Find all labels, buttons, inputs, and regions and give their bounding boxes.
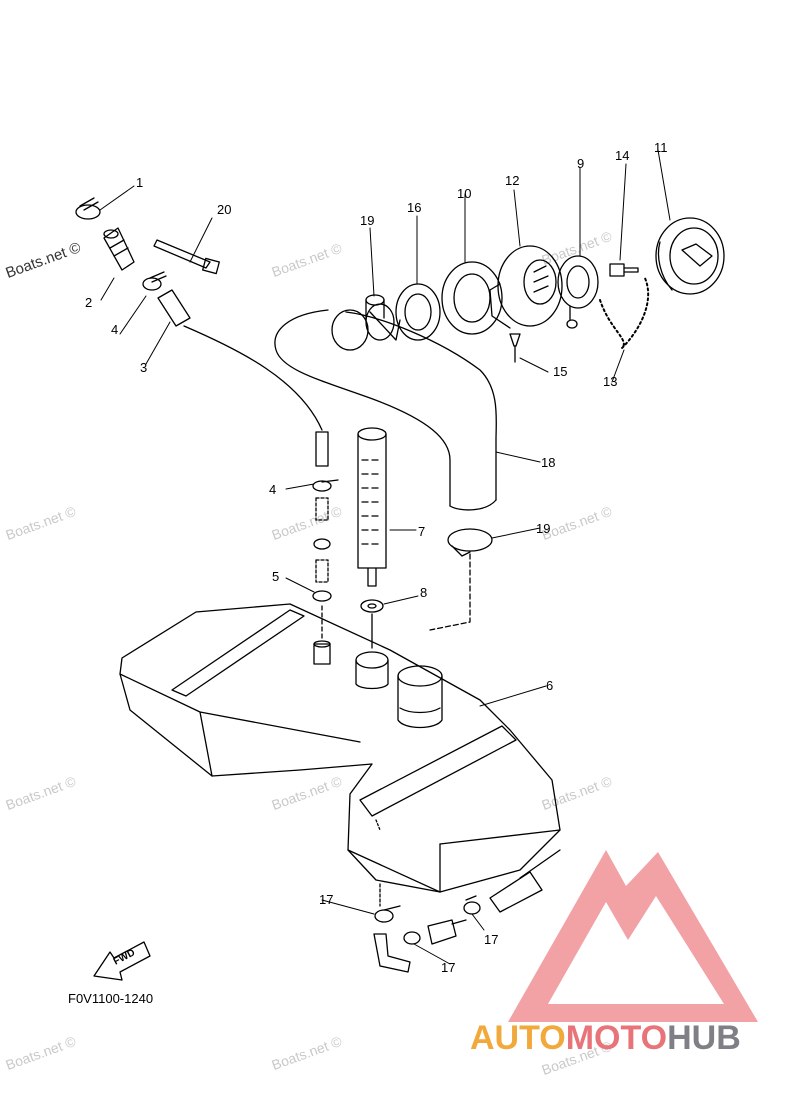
callout-label: 17 xyxy=(441,960,456,975)
clip-part-17-b xyxy=(403,931,421,945)
clip-part-19-bottom xyxy=(429,528,493,631)
callout-label: 1 xyxy=(136,175,144,190)
cap-part-11 xyxy=(655,217,725,295)
chain-part-13 xyxy=(599,275,650,349)
hose-part-3 xyxy=(157,289,329,467)
clip-part-17-a xyxy=(374,883,401,923)
grommet-part-8 xyxy=(360,599,384,649)
callout-label: 18 xyxy=(541,455,556,470)
callout-label: 19 xyxy=(536,521,551,536)
tank-neck-small xyxy=(355,651,389,690)
clip-part-4-top xyxy=(142,271,167,291)
fuel-tank-part-6 xyxy=(119,603,561,893)
hose-fittings xyxy=(312,479,339,665)
callout-label: 7 xyxy=(418,524,426,539)
callout-label: 6 xyxy=(546,678,554,693)
valve-fitting xyxy=(427,919,467,945)
outlet-hose xyxy=(489,849,561,913)
callout-label: 8 xyxy=(420,585,428,600)
bolt-part-14 xyxy=(609,263,639,277)
callout-label: 2 xyxy=(85,295,93,310)
callout-label: 13 xyxy=(603,374,618,389)
brand-moto: MOTO xyxy=(565,1019,668,1057)
screw-part-15 xyxy=(509,333,521,363)
diagram-part-code: F0V1100-1240 xyxy=(68,991,154,1006)
clip-part-1 xyxy=(75,197,101,220)
callout-label: 14 xyxy=(615,148,630,163)
brand-logo-icon xyxy=(508,850,758,1022)
callout-label: 11 xyxy=(654,140,668,155)
filter-part-7 xyxy=(357,427,387,587)
ring-part-16 xyxy=(395,283,441,341)
callout-label: 3 xyxy=(140,360,148,375)
elbow-hose xyxy=(373,933,411,973)
filler-neck-part-12 xyxy=(489,245,563,329)
ring-part-9 xyxy=(557,255,599,329)
brand-auto: AUTO xyxy=(470,1019,566,1057)
callout-label: 10 xyxy=(457,186,472,201)
callout-label: 9 xyxy=(577,156,585,171)
callout-label: 17 xyxy=(319,892,334,907)
callout-label: 5 xyxy=(272,569,280,584)
fwd-arrow-icon xyxy=(93,941,151,981)
callout-label: 12 xyxy=(505,173,520,188)
joint-part-2 xyxy=(103,227,135,271)
cable-tie-part-20 xyxy=(153,239,220,275)
brand-wordmark: AUTOMOTOHUB xyxy=(470,1019,741,1058)
leader-lines xyxy=(99,149,671,965)
clip-part-17-c xyxy=(463,895,481,915)
callout-label: 4 xyxy=(111,322,119,337)
brand-hub: HUB xyxy=(667,1019,741,1057)
callout-label: 17 xyxy=(484,932,499,947)
callout-label: 19 xyxy=(360,213,375,228)
callout-label: 4 xyxy=(269,482,277,497)
tank-neck-large xyxy=(397,665,443,729)
callout-label: 15 xyxy=(553,364,568,379)
callout-label: 16 xyxy=(407,200,422,215)
gasket-part-10 xyxy=(441,261,503,335)
callout-label: 20 xyxy=(217,202,232,217)
